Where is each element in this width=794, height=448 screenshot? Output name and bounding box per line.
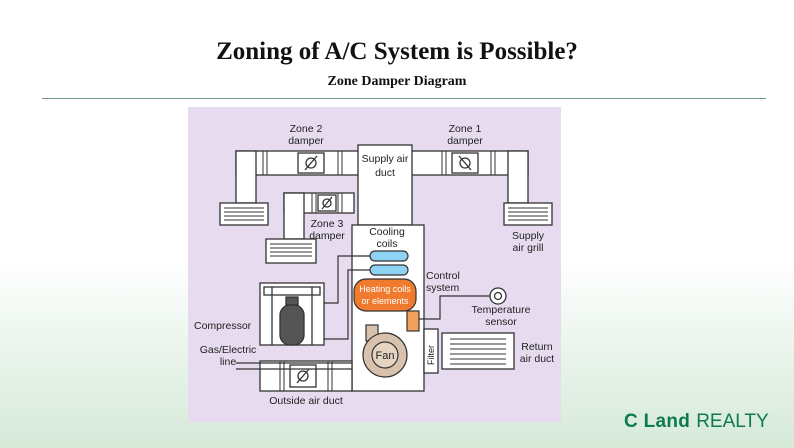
heating-coils-label-1: Heating coils [359, 284, 411, 294]
zone3-damper-label-2: damper [309, 230, 345, 242]
zone2-damper-label-2: damper [288, 135, 324, 147]
zone3-damper-label-1: Zone 3 [311, 218, 344, 230]
control-system-label-2: system [426, 282, 460, 294]
zone3-riser-duct [283, 192, 305, 240]
logo-suffix: REALTY [696, 411, 769, 432]
left-riser-duct [235, 150, 257, 204]
page-subtitle: Zone Damper Diagram [327, 74, 467, 89]
zone2-supply-grill [219, 202, 269, 226]
heating-coil-element [353, 278, 417, 312]
zone1-damper-label-1: Zone 1 [449, 123, 482, 135]
zone2-damper-label-1: Zone 2 [290, 123, 323, 135]
supply-grill-label-2: air grill [513, 242, 544, 254]
return-duct-label-2: air duct [520, 353, 555, 365]
supply-duct-label-1: Supply air [362, 153, 409, 165]
cooling-coil-lower [369, 264, 409, 276]
compressor-label: Compressor [194, 320, 252, 332]
filter-label: Filter [426, 345, 436, 365]
zone-damper-diagram: Zone 2 damper Zone 1 damper Supply air d… [188, 107, 561, 422]
temperature-sensor-module [406, 310, 420, 332]
supply-air-duct-box [357, 144, 413, 226]
return-duct-label-1: Return [521, 341, 553, 353]
title-divider [42, 98, 766, 99]
supply-grill-label-1: Supply [512, 230, 545, 242]
right-riser-duct [507, 150, 529, 204]
filter-panel [423, 328, 439, 374]
zone3-supply-grill [265, 238, 317, 264]
heating-coils-label-2: or elements [361, 296, 409, 306]
supply-duct-label-2: duct [375, 167, 395, 179]
gas-line-label-2: line [220, 356, 237, 368]
cooling-coils-label-2: coils [376, 238, 397, 250]
cooling-coils-label-1: Cooling [369, 226, 405, 238]
page-title: Zoning of A/C System is Possible? [216, 38, 578, 65]
gas-line-label-1: Gas/Electric [200, 344, 257, 356]
temp-sensor-label-1: Temperature [472, 304, 531, 316]
outside-duct-label: Outside air duct [269, 395, 343, 407]
cooling-coil-upper [369, 250, 409, 262]
zone1-damper-label-2: damper [447, 135, 483, 147]
logo-brand: C Land [624, 411, 691, 432]
compressor-body [279, 304, 305, 346]
control-system-label-1: Control [426, 270, 460, 282]
c-land-realty-logo: C Land REALTY [624, 410, 769, 434]
fan-label: Fan [376, 350, 395, 362]
temp-sensor-label-2: sensor [485, 316, 517, 328]
zone1-supply-grill [503, 202, 553, 226]
